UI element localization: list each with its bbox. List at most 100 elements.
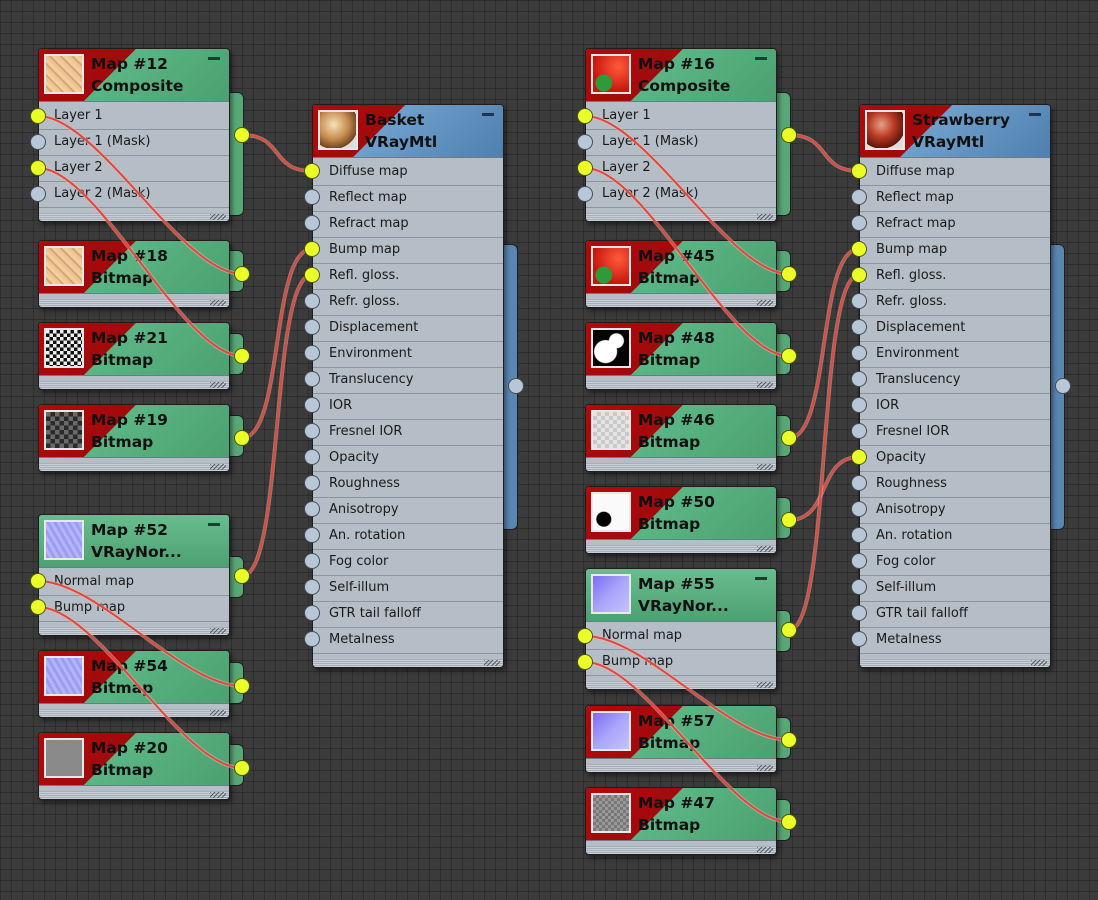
output-socket[interactable] — [234, 266, 250, 282]
input-socket-normal-map[interactable] — [577, 628, 593, 644]
resize-grip-icon[interactable] — [757, 214, 773, 220]
input-socket[interactable] — [304, 579, 320, 595]
input-socket[interactable] — [851, 397, 867, 413]
resize-grip-icon[interactable] — [757, 765, 773, 771]
input-socket[interactable] — [851, 345, 867, 361]
input-socket[interactable] — [304, 501, 320, 517]
input-socket-layer2[interactable] — [30, 160, 46, 176]
input-socket[interactable] — [304, 189, 320, 205]
slot-row[interactable]: Anisotropy — [860, 497, 1050, 524]
input-socket[interactable] — [304, 241, 320, 257]
output-socket[interactable] — [234, 430, 250, 446]
slot-row[interactable]: Metalness — [860, 627, 1050, 654]
input-socket-normal-map[interactable] — [30, 573, 46, 589]
slot-row[interactable]: Bump map — [39, 595, 229, 622]
input-socket[interactable] — [851, 423, 867, 439]
slot-row[interactable]: Metalness — [313, 627, 503, 654]
slot-row[interactable]: Refr. gloss. — [313, 289, 503, 316]
input-socket[interactable] — [851, 449, 867, 465]
slot-row[interactable]: An. rotation — [860, 523, 1050, 550]
output-socket[interactable] — [781, 814, 797, 830]
collapse-button[interactable] — [208, 57, 220, 60]
slot-row[interactable]: Diffuse map — [860, 159, 1050, 186]
slot-row[interactable]: Layer 1 — [586, 103, 776, 130]
resize-grip-icon[interactable] — [210, 792, 226, 798]
input-socket-layer1-mask[interactable] — [30, 134, 46, 150]
slot-row[interactable]: Fog color — [860, 549, 1050, 576]
slot-row[interactable]: Displacement — [313, 315, 503, 342]
output-socket[interactable] — [781, 622, 797, 638]
resize-grip-icon[interactable] — [757, 464, 773, 470]
output-socket[interactable] — [234, 760, 250, 776]
slot-row[interactable]: Layer 2 (Mask) — [39, 181, 229, 208]
slot-row[interactable]: Opacity — [860, 445, 1050, 472]
output-socket[interactable] — [781, 127, 797, 143]
resize-grip-icon[interactable] — [210, 300, 226, 306]
slot-row[interactable]: Roughness — [860, 471, 1050, 498]
wire[interactable] — [241, 134, 313, 172]
slot-row[interactable]: Refr. gloss. — [860, 289, 1050, 316]
slot-row[interactable]: Refract map — [860, 211, 1050, 238]
input-socket[interactable] — [851, 553, 867, 569]
slot-row[interactable]: Self-illum — [860, 575, 1050, 602]
output-socket[interactable] — [781, 732, 797, 748]
input-socket[interactable] — [304, 423, 320, 439]
slot-row[interactable]: An. rotation — [313, 523, 503, 550]
material-output-socket[interactable] — [1055, 378, 1071, 394]
collapse-button[interactable] — [755, 57, 767, 60]
slot-row[interactable]: Reflect map — [313, 185, 503, 212]
slot-row[interactable]: Fog color — [313, 549, 503, 576]
input-socket[interactable] — [304, 163, 320, 179]
input-socket-bump-map[interactable] — [30, 599, 46, 615]
slot-row[interactable]: Translucency — [313, 367, 503, 394]
slot-row[interactable]: IOR — [313, 393, 503, 420]
resize-grip-icon[interactable] — [757, 300, 773, 306]
resize-grip-icon[interactable] — [484, 660, 500, 666]
slot-row[interactable]: Opacity — [313, 445, 503, 472]
input-socket[interactable] — [304, 449, 320, 465]
input-socket[interactable] — [851, 527, 867, 543]
slot-row[interactable]: Layer 2 (Mask) — [586, 181, 776, 208]
resize-grip-icon[interactable] — [210, 710, 226, 716]
slot-row[interactable]: IOR — [860, 393, 1050, 420]
input-socket-layer2[interactable] — [577, 160, 593, 176]
output-socket[interactable] — [781, 348, 797, 364]
slot-row[interactable]: Refl. gloss. — [860, 263, 1050, 290]
input-socket[interactable] — [851, 163, 867, 179]
output-socket[interactable] — [234, 127, 250, 143]
slot-row[interactable]: Displacement — [860, 315, 1050, 342]
input-socket[interactable] — [851, 319, 867, 335]
input-socket[interactable] — [304, 371, 320, 387]
resize-grip-icon[interactable] — [210, 464, 226, 470]
slot-row[interactable]: Diffuse map — [313, 159, 503, 186]
resize-grip-icon[interactable] — [757, 546, 773, 552]
resize-grip-icon[interactable] — [210, 214, 226, 220]
resize-grip-icon[interactable] — [1031, 660, 1047, 666]
input-socket-layer2-mask[interactable] — [30, 186, 46, 202]
collapse-button[interactable] — [755, 577, 767, 580]
output-socket[interactable] — [781, 266, 797, 282]
input-socket[interactable] — [851, 267, 867, 283]
input-socket[interactable] — [851, 293, 867, 309]
slot-row[interactable]: Layer 2 — [39, 155, 229, 182]
input-socket[interactable] — [851, 475, 867, 491]
collapse-button[interactable] — [1029, 113, 1041, 116]
